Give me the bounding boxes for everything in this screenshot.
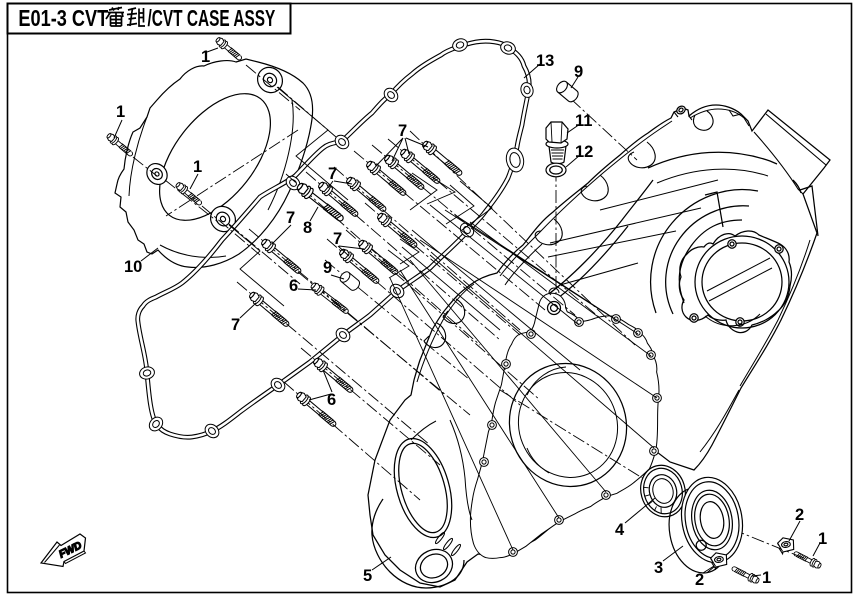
svg-text:E01-3 CVT: E01-3 CVT xyxy=(18,6,108,32)
svg-text:7: 7 xyxy=(231,316,240,334)
svg-text:1: 1 xyxy=(201,48,210,66)
svg-text:1: 1 xyxy=(762,569,771,587)
svg-text:2: 2 xyxy=(795,506,804,524)
svg-text:7: 7 xyxy=(286,209,295,227)
svg-text:4: 4 xyxy=(615,521,625,539)
svg-text:7: 7 xyxy=(333,230,342,248)
svg-text:2: 2 xyxy=(695,571,704,589)
svg-text:13: 13 xyxy=(536,52,554,70)
svg-text:9: 9 xyxy=(574,63,583,81)
svg-text:6: 6 xyxy=(289,277,298,295)
svg-text:10: 10 xyxy=(124,258,142,276)
svg-text:11: 11 xyxy=(575,112,592,130)
svg-text:1: 1 xyxy=(193,158,202,176)
svg-text:1: 1 xyxy=(116,103,125,121)
svg-text:6: 6 xyxy=(327,391,336,409)
svg-text:7: 7 xyxy=(398,122,407,140)
svg-text:12: 12 xyxy=(575,143,593,161)
svg-text:3: 3 xyxy=(654,559,663,577)
svg-text:1: 1 xyxy=(818,530,827,548)
svg-text:7: 7 xyxy=(328,165,337,183)
svg-text:9: 9 xyxy=(323,259,332,277)
svg-text:5: 5 xyxy=(363,567,372,585)
svg-text:/CVT CASE ASSY: /CVT CASE ASSY xyxy=(148,6,276,32)
svg-text:8: 8 xyxy=(303,219,312,237)
